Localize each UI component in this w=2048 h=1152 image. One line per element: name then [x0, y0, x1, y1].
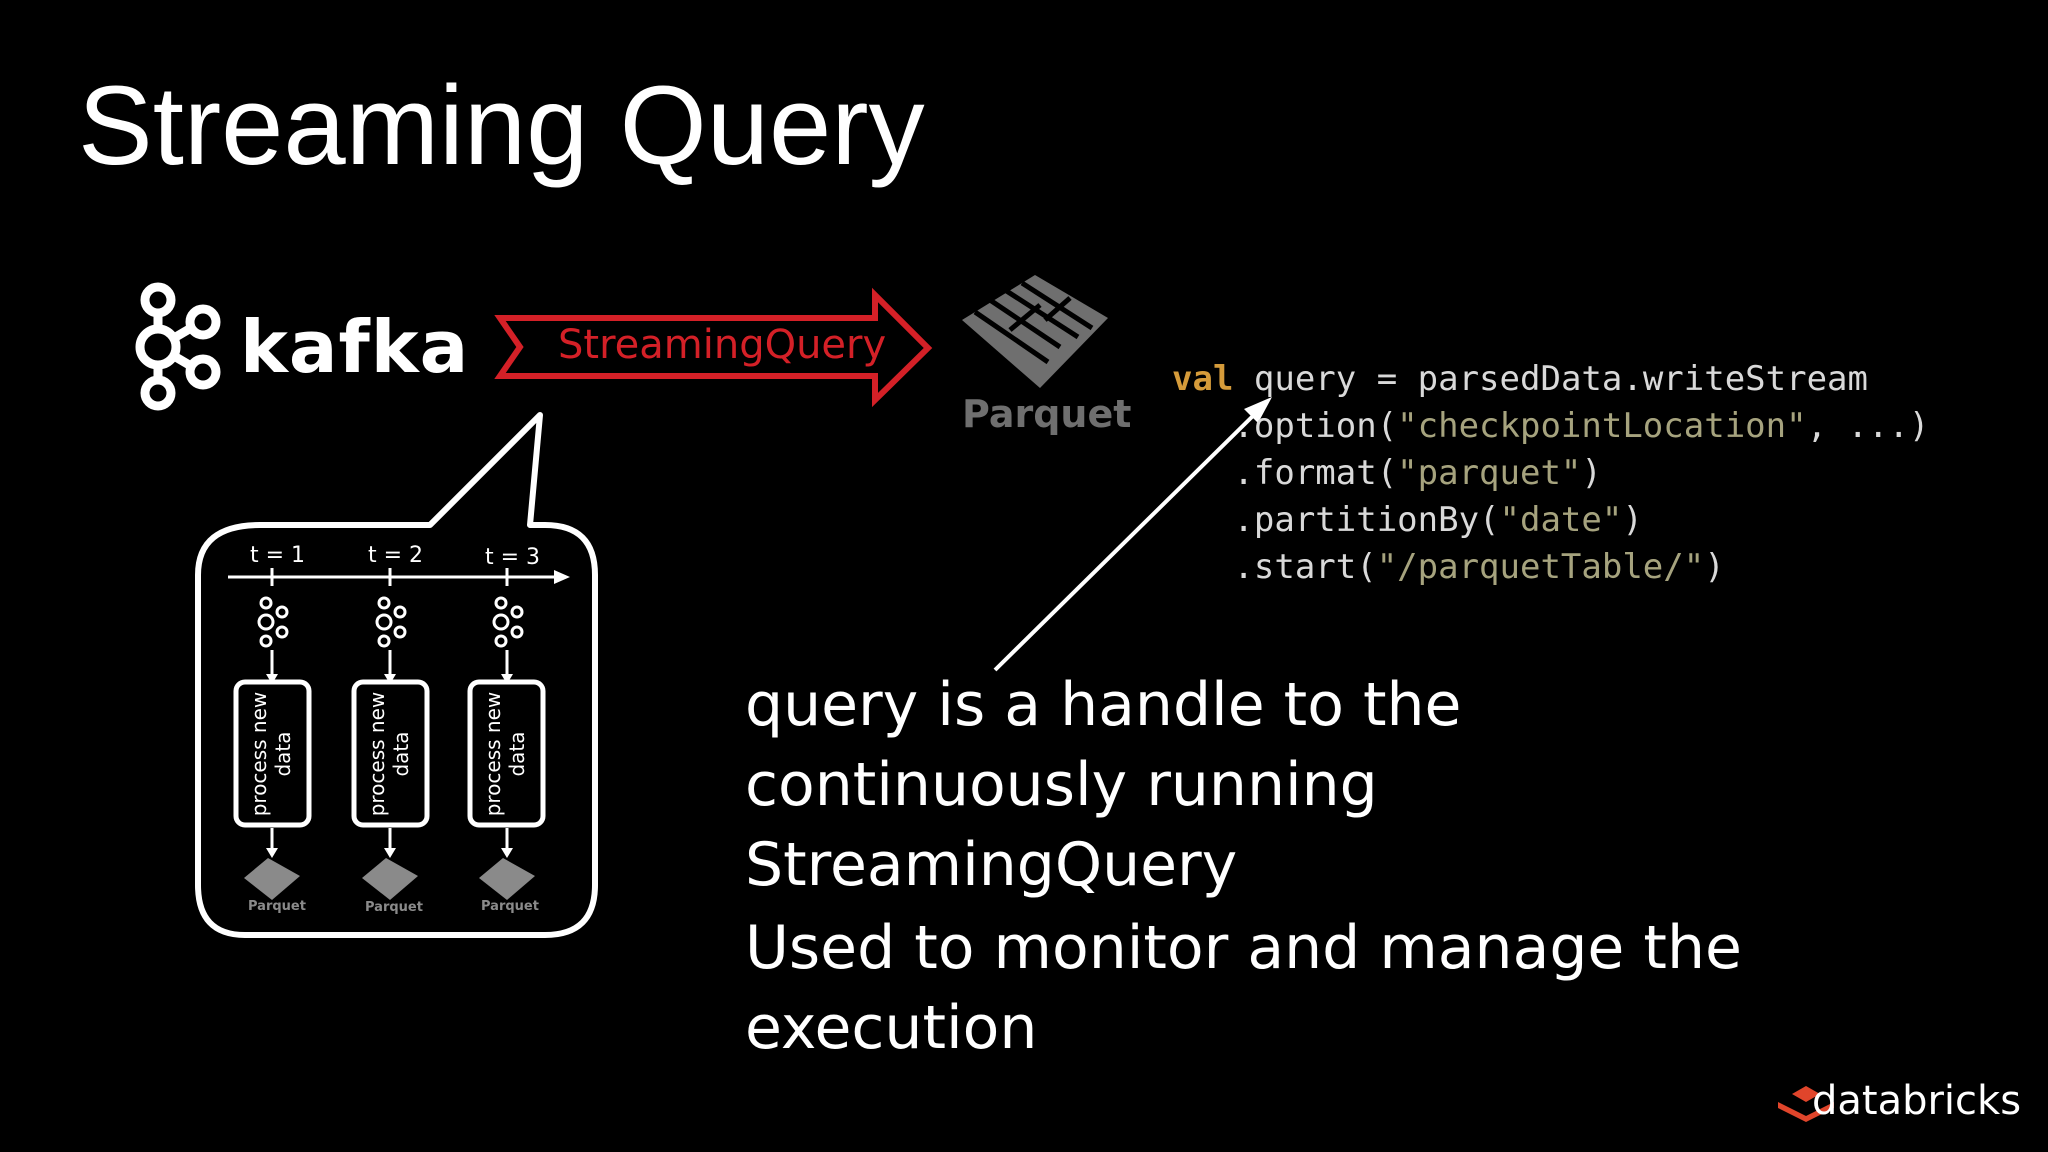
parquet-label: Parquet	[962, 392, 1132, 436]
time-label-1: t = 1	[250, 543, 306, 568]
kafka-label: kafka	[240, 305, 470, 389]
code-block: val query = parsedData.writeStream .opti…	[1172, 356, 1929, 591]
process-box	[467, 679, 546, 828]
process-box	[351, 679, 430, 828]
process-box	[233, 679, 312, 828]
time-label-2: t = 2	[368, 543, 424, 568]
streaming-query-arrow-label: StreamingQuery	[558, 322, 887, 368]
brand-label: databricks	[1812, 1078, 2022, 1124]
parquet-mini-icon	[362, 858, 418, 900]
code-text: , ...)	[1806, 406, 1930, 446]
description-monitor: Used to monitor and manage the execution	[745, 913, 1742, 1063]
pointer-arrow	[993, 397, 1272, 672]
process-box-label: process new	[481, 692, 505, 817]
column-t3	[467, 596, 546, 900]
column-t2	[351, 596, 430, 900]
description-handle: query is a handle to the continuously ru…	[745, 670, 1462, 900]
time-axis	[228, 568, 570, 586]
code-text: )	[1622, 500, 1643, 540]
mini-parquet-label: Parquet	[248, 899, 306, 914]
mini-parquet-label: Parquet	[365, 900, 423, 915]
process-box-label: data	[271, 731, 295, 776]
kafka-mini-icon	[257, 596, 289, 648]
code-string: "/parquetTable/"	[1376, 547, 1705, 587]
mini-parquet-label: Parquet	[481, 899, 539, 914]
process-box-label: data	[505, 731, 529, 776]
parquet-mini-icon	[479, 858, 535, 900]
code-text: .format(	[1172, 453, 1398, 493]
databricks-logo-icon	[1778, 1086, 1834, 1122]
code-string: "date"	[1499, 500, 1623, 540]
code-text: )	[1704, 547, 1725, 587]
streaming-query-arrow	[494, 287, 933, 408]
process-box-label: data	[389, 731, 413, 776]
process-box-label: process new	[365, 692, 389, 817]
parquet-mini-icon	[244, 858, 300, 900]
code-keyword: val	[1172, 359, 1234, 399]
code-text: .start(	[1172, 547, 1377, 587]
kafka-mini-icon	[375, 596, 407, 648]
column-t1	[233, 596, 312, 900]
time-label-3: t = 3	[485, 545, 541, 570]
kafka-logo-icon	[135, 282, 221, 411]
code-text: query = parsedData.writeStream	[1233, 359, 1868, 399]
process-box-label: process new	[247, 692, 271, 817]
code-text: .partitionBy(	[1172, 500, 1500, 540]
parquet-logo-icon	[962, 275, 1108, 388]
code-text: .option(	[1172, 406, 1398, 446]
kafka-mini-icon	[492, 596, 524, 648]
code-string: "parquet"	[1397, 453, 1582, 493]
code-string: "checkpointLocation"	[1397, 406, 1807, 446]
slide-title: Streaming Query	[78, 63, 925, 188]
code-text: )	[1581, 453, 1602, 493]
speech-bubble	[195, 412, 598, 938]
